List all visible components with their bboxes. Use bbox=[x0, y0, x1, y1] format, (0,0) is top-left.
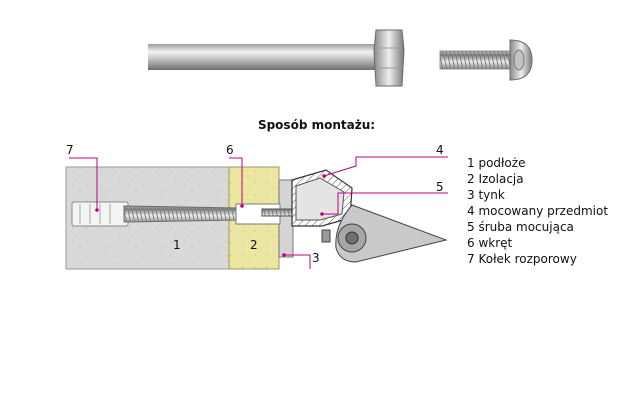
callout-5: 5 bbox=[436, 180, 444, 194]
leader-dot-6 bbox=[240, 204, 244, 208]
legend-item: 2 Izolacja bbox=[467, 172, 524, 186]
wood-screw bbox=[123, 203, 281, 225]
legend-item: 3 tynk bbox=[467, 188, 505, 202]
threaded-rod-image bbox=[148, 29, 405, 87]
legend-item: 7 Kołek rozporowy bbox=[467, 252, 577, 266]
callout-6: 6 bbox=[226, 143, 234, 157]
callout-3: 3 bbox=[312, 251, 320, 265]
leader-dot-3 bbox=[282, 253, 286, 257]
legend-item: 1 podłoże bbox=[467, 156, 526, 170]
diagram-title: Sposób montażu: bbox=[257, 118, 376, 132]
leader-lines bbox=[69, 156, 448, 269]
machine-screw-image bbox=[439, 39, 533, 81]
anchor-plug bbox=[71, 201, 129, 227]
callout-4: 4 bbox=[436, 143, 444, 157]
leader-dot-4 bbox=[322, 174, 326, 178]
legend: 1 podłoże 2 Izolacja 3 tynk 4 mocowany p… bbox=[467, 155, 608, 267]
legend-item: 6 wkręt bbox=[467, 236, 513, 250]
leader-dot-5 bbox=[320, 212, 324, 216]
callout-7: 7 bbox=[66, 143, 74, 157]
legend-item: 5 śruba mocująca bbox=[467, 220, 574, 234]
legend-item: 4 mocowany przedmiot bbox=[467, 204, 609, 218]
mounted-object bbox=[291, 169, 448, 263]
callout-2: 2 bbox=[250, 238, 258, 252]
callout-1: 1 bbox=[173, 238, 181, 252]
leader-dot-7 bbox=[95, 208, 99, 212]
plaster-layer bbox=[278, 179, 294, 258]
